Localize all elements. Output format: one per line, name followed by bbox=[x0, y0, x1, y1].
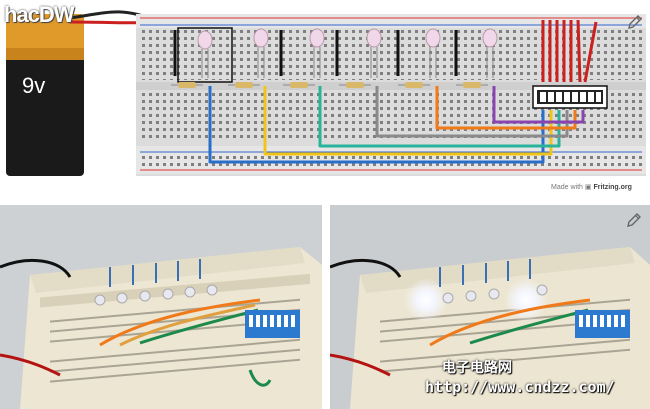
led-1 bbox=[197, 30, 213, 78]
fritzing-diagram: 9v bbox=[0, 0, 650, 200]
switch-red-wires bbox=[541, 19, 598, 83]
credit-made-with: Made with bbox=[551, 184, 583, 191]
pencil-icon bbox=[628, 15, 642, 29]
photo-breadboard-on bbox=[330, 205, 650, 409]
led-6 bbox=[482, 28, 498, 78]
signal-wires bbox=[208, 86, 585, 164]
resistor-1 bbox=[171, 82, 203, 88]
watermark-logo: hacDW bbox=[4, 2, 75, 27]
led-4 bbox=[366, 28, 382, 78]
resistor-3 bbox=[283, 82, 315, 88]
selection-box bbox=[177, 27, 233, 83]
breadboard-diagram-svg: 9v bbox=[6, 10, 646, 176]
photo-right-svg bbox=[330, 205, 650, 409]
battery-9v: 9v bbox=[6, 14, 84, 176]
leds bbox=[197, 28, 498, 78]
resistor-6 bbox=[456, 82, 488, 88]
pencil-icon bbox=[627, 213, 641, 227]
watermark-site-name: 电子电路网 bbox=[442, 360, 512, 376]
battery-label: 9v bbox=[22, 73, 45, 98]
led-5 bbox=[425, 28, 441, 78]
resistor-2 bbox=[228, 82, 260, 88]
led-3 bbox=[309, 28, 325, 78]
photo-breadboard-off bbox=[0, 205, 322, 409]
ground-wires bbox=[173, 30, 458, 76]
watermark-site-url: http://www.cndzz.com/ bbox=[425, 378, 615, 396]
resistor-5 bbox=[398, 82, 430, 88]
dip-switch bbox=[532, 85, 608, 109]
resistors bbox=[171, 82, 488, 88]
fritzing-logo-icon: ▣ bbox=[584, 184, 592, 191]
fritzing-credit: Made with ▣ Fritzing.org bbox=[551, 183, 632, 191]
photo-left-svg bbox=[0, 205, 322, 409]
led-2 bbox=[253, 28, 269, 78]
resistor-4 bbox=[339, 82, 371, 88]
credit-brand: Fritzing.org bbox=[593, 184, 632, 191]
edit-button-top[interactable] bbox=[626, 13, 644, 31]
edit-button-photo[interactable] bbox=[625, 211, 643, 229]
